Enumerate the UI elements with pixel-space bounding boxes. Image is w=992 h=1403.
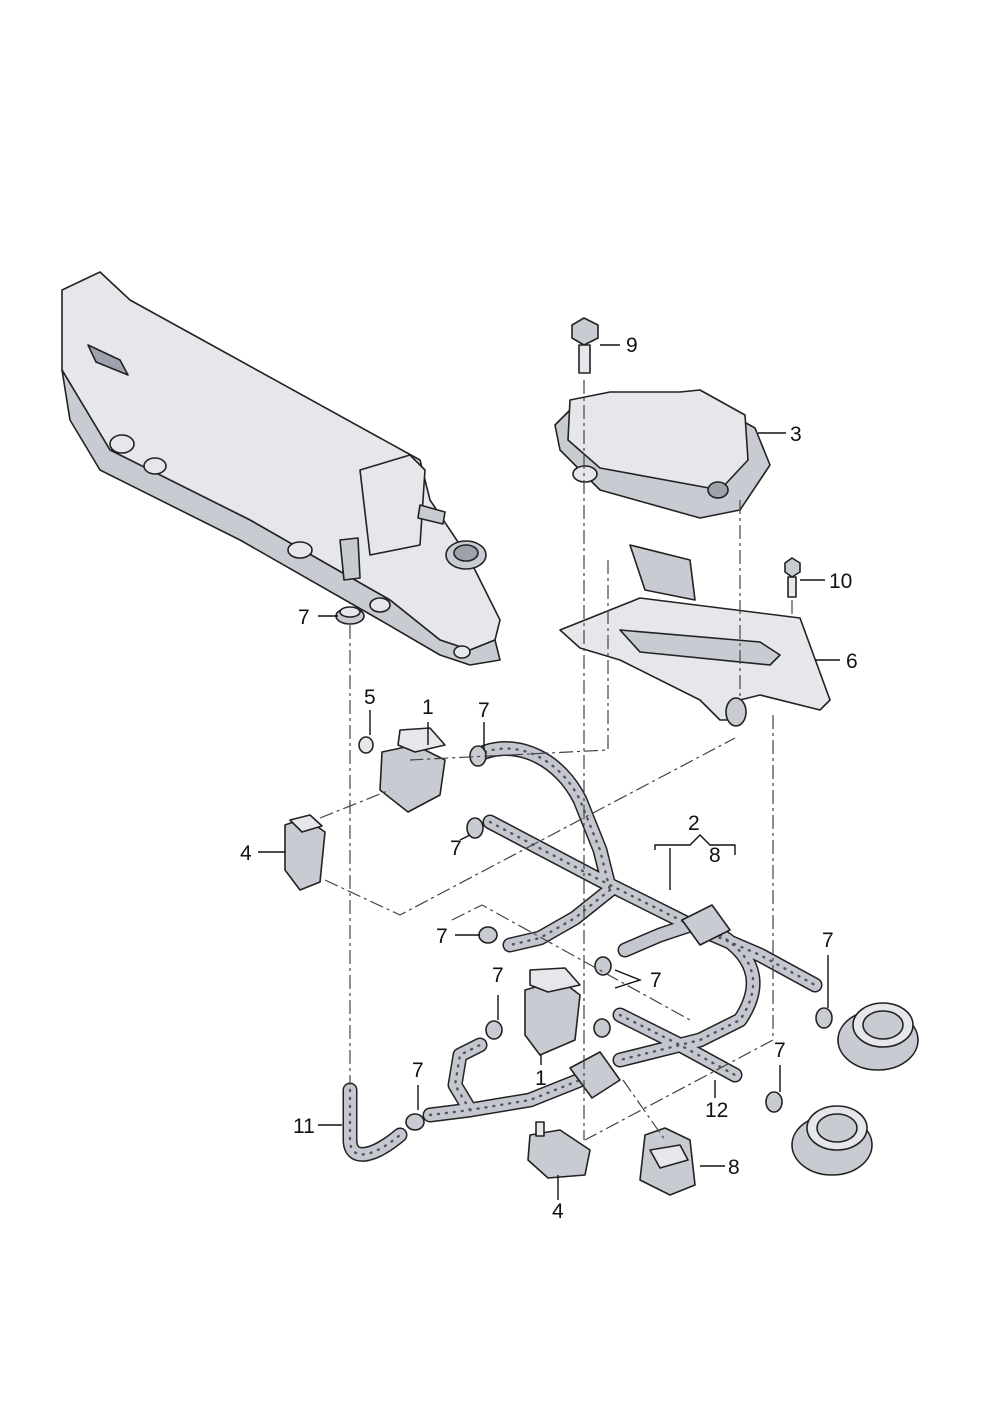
callout-4-top: 4	[240, 842, 252, 865]
hose-clamps	[405, 745, 833, 1131]
solenoid-valve-upper	[358, 727, 446, 813]
assembly-lines	[319, 380, 793, 1141]
solenoid-valve-lower	[524, 967, 581, 1056]
callout-7-d: 7	[822, 929, 834, 952]
holder-4-upper	[284, 814, 326, 891]
callout-2-sub-8: 8	[709, 844, 721, 867]
filter-cap-upper	[837, 1002, 919, 1071]
callout-4-bottom: 4	[552, 1200, 564, 1223]
filter-cap-lower	[791, 1105, 873, 1176]
callout-9: 9	[626, 334, 638, 357]
callout-11: 11	[293, 1115, 315, 1138]
leader-lines	[258, 344, 840, 1200]
callout-7-g: 7	[412, 1059, 424, 1082]
callout-2: 2	[688, 812, 700, 835]
callout-6: 6	[846, 650, 858, 673]
callout-7-c: 7	[436, 925, 448, 948]
bracket-6	[559, 544, 831, 727]
callout-7-clamp-top: 7	[298, 606, 310, 629]
callout-7-b: 7	[450, 837, 462, 860]
callout-1-bottom: 1	[535, 1067, 547, 1090]
callout-7-e: 7	[650, 969, 662, 992]
control-unit-3	[554, 389, 771, 519]
hose-assembly-2	[422, 741, 823, 1123]
callout-8: 8	[728, 1156, 740, 1179]
callout-7-h: 7	[774, 1039, 786, 1062]
intake-manifold	[61, 271, 501, 666]
callout-labels: 9 3 10 6 7 5 1 7 7 4 2 8 7 7 7 7 1 7 7 1…	[240, 334, 858, 1223]
hose-11	[342, 1082, 408, 1162]
callout-3: 3	[790, 423, 802, 446]
callout-7-a: 7	[478, 699, 490, 722]
callout-10: 10	[829, 570, 852, 593]
callout-12: 12	[705, 1099, 728, 1122]
holder-4-lower	[527, 1121, 591, 1179]
callout-5: 5	[364, 686, 376, 709]
clip-8	[639, 1127, 696, 1196]
bolt-10	[784, 557, 801, 598]
bolt-9	[571, 317, 599, 374]
callout-1-top: 1	[422, 696, 434, 719]
hose-clamp-top	[335, 606, 365, 625]
callout-7-f: 7	[492, 964, 504, 987]
